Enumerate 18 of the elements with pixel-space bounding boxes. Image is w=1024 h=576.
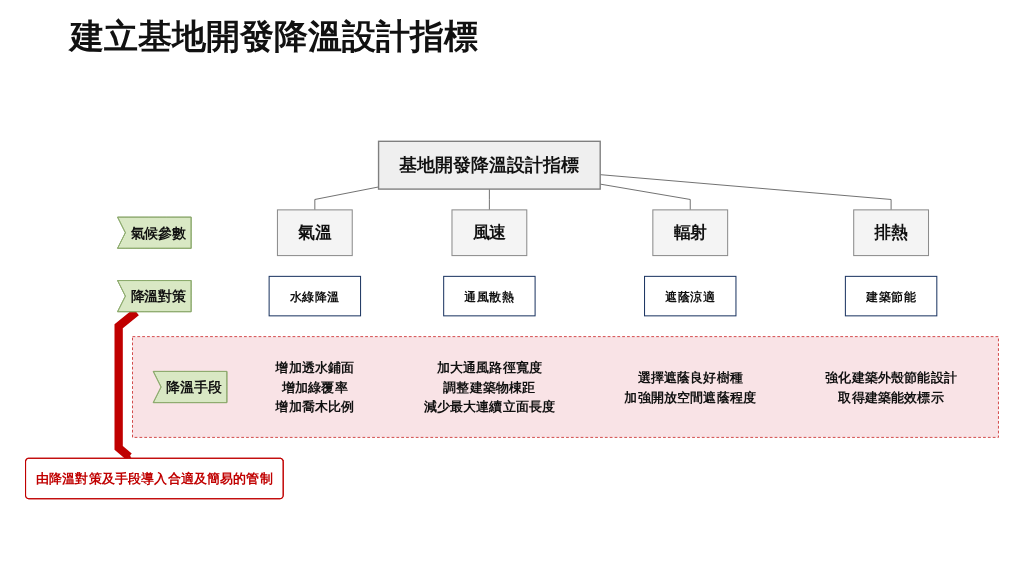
node-box	[268, 275, 362, 317]
flowchart: 基地開發降溫設計指標 氣候參數 氣溫 風速 輻射 排熱 降溫對策 水綠降溫 通風散熱 遮蔭涼適 建築節能 降溫手段 增加透水鋪面 增加綠覆率 增加喬木比例 加大通風路徑寬度 調整建築物棟距 減少最大連續立面長度 選擇遮蔭良好樹種 加強開放空間遮蔭程度 強化建築外殼節能設計 取得建築能效標示 由降溫對策及手段導入合適及簡易的管制	[20, 70, 1004, 570]
node-text: 增加透水鋪面 增加綠覆率 增加喬木比例	[275, 359, 355, 415]
cluster	[132, 336, 999, 438]
node-text: 加大通風路徑寬度 調整建築物棟距 減少最大連續立面長度	[423, 359, 556, 415]
node-box	[853, 209, 929, 257]
node-box	[377, 140, 601, 190]
node-box	[451, 209, 528, 257]
node-text: 強化建築外殼節能設計 取得建築能效標示	[825, 369, 957, 405]
node-box	[443, 275, 536, 317]
node-box	[644, 275, 737, 317]
node-box	[844, 275, 938, 317]
slide-title: 建立基地開發降溫設計指標	[70, 15, 479, 58]
node-text: 選擇遮蔭良好樹種 加強開放空間遮蔭程度	[624, 369, 757, 405]
connector	[314, 186, 379, 211]
node-box	[276, 209, 353, 257]
connector	[489, 188, 490, 211]
node-box	[652, 209, 729, 257]
